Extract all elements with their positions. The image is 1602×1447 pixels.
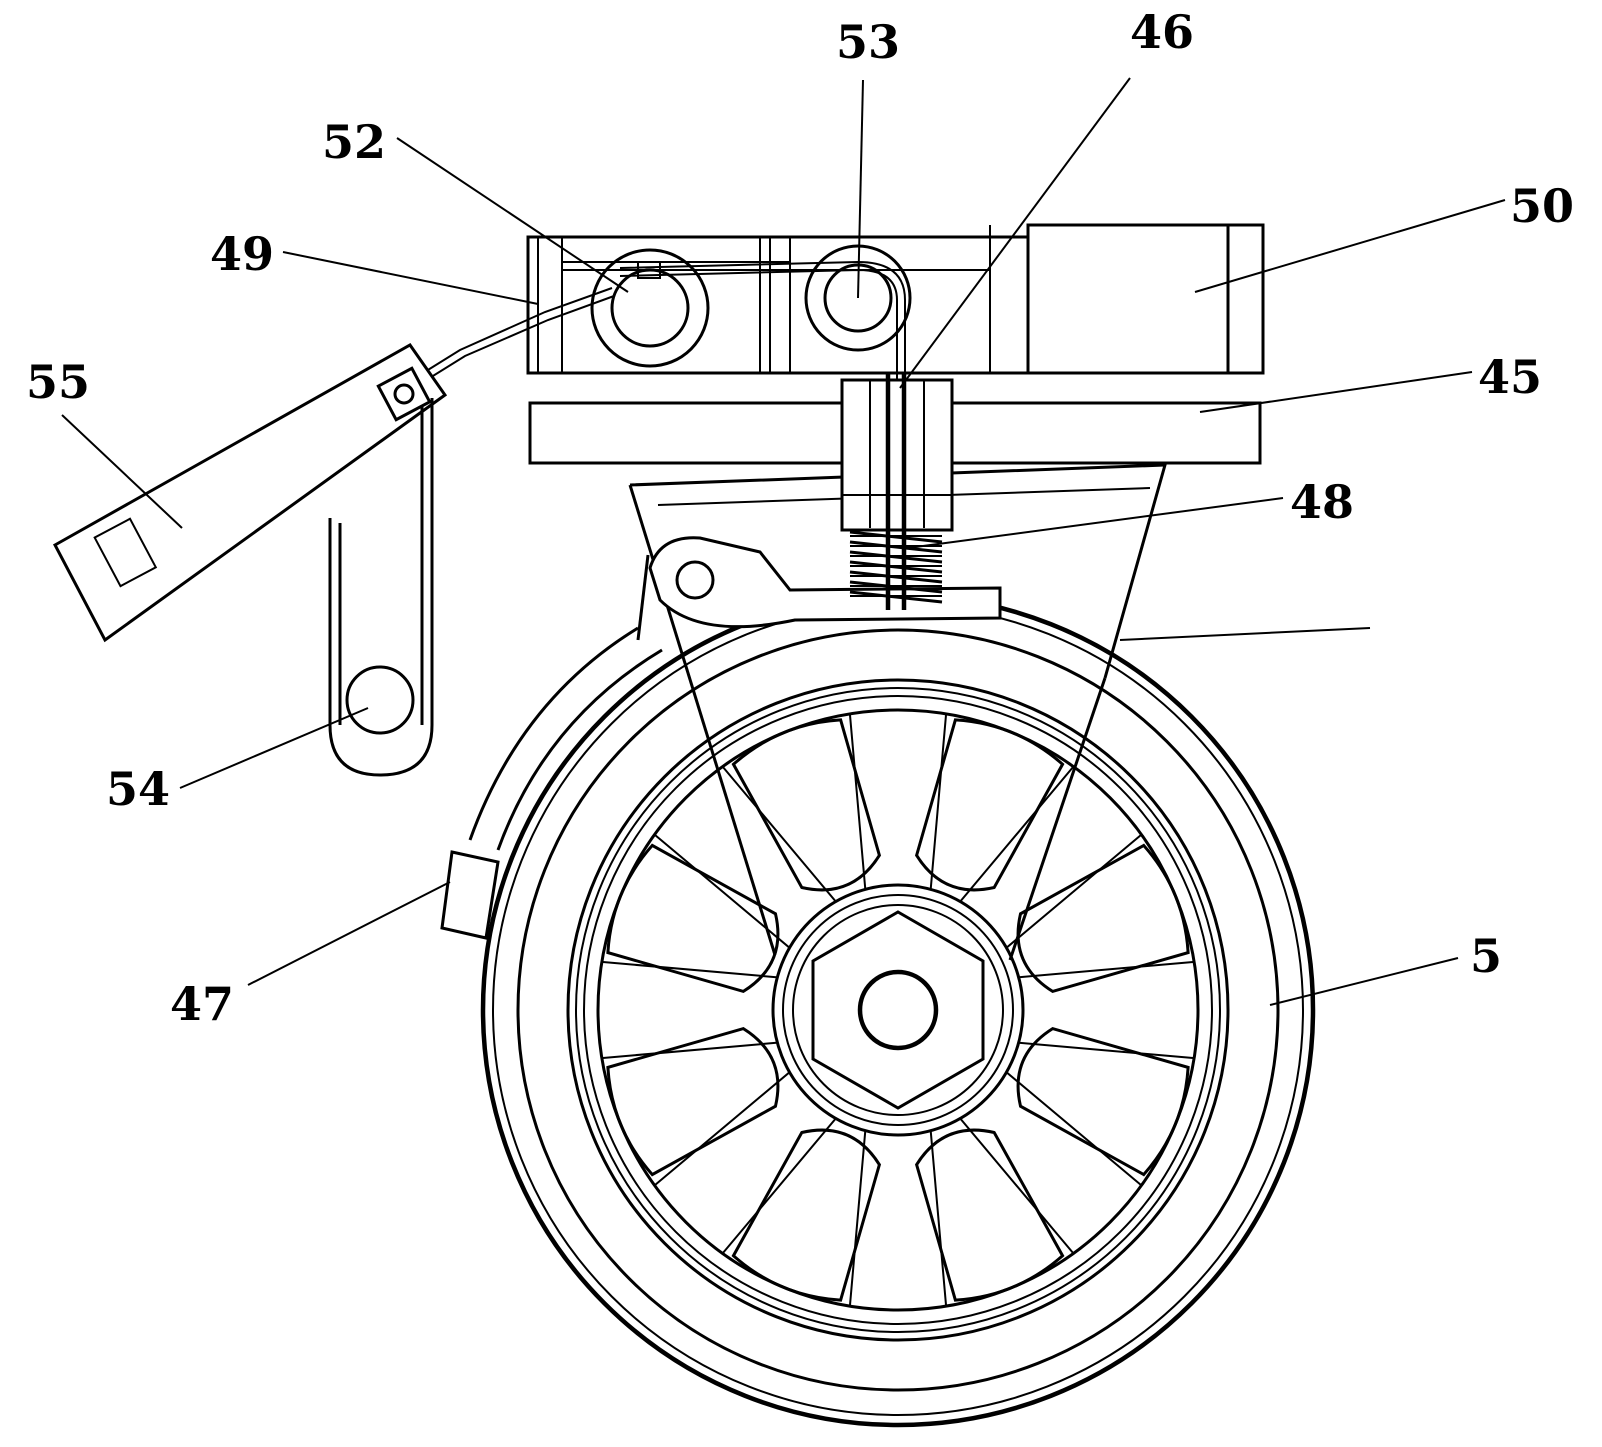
leader-55	[61, 414, 183, 529]
leader-lines	[61, 77, 1506, 1006]
rod-sleeve	[840, 378, 954, 532]
wheel-rim-2	[575, 687, 1221, 1333]
wheel-rim-3	[583, 695, 1213, 1325]
label-45: 45	[1478, 350, 1542, 404]
leader-54	[179, 707, 369, 789]
hub-hex-nut	[811, 910, 985, 1110]
wheel-windows	[606, 718, 1190, 1302]
leader-46	[899, 77, 1131, 389]
leader-53	[857, 79, 864, 299]
label-49: 49	[210, 227, 274, 281]
leader-45	[1199, 371, 1473, 413]
label-48: 48	[1290, 475, 1354, 529]
pivot-54	[345, 665, 415, 735]
wheel-hub-ring-2	[792, 904, 1004, 1116]
pulley-53	[804, 244, 912, 352]
leader-49	[282, 251, 539, 305]
wheel-rim-inner	[596, 708, 1200, 1312]
pulley-49	[590, 248, 710, 368]
wheel	[480, 592, 1316, 1428]
wheel-tire-inner	[516, 628, 1280, 1392]
lever-assembly	[52, 343, 448, 777]
top-housing	[414, 223, 1265, 385]
label-52: 52	[322, 115, 386, 169]
leader-50	[1194, 199, 1506, 293]
leader-47	[247, 881, 451, 986]
leader-48	[907, 497, 1284, 549]
block-50	[1026, 223, 1265, 375]
wheel-hub-ring	[782, 894, 1014, 1126]
spring	[849, 530, 943, 604]
brake-shoe	[440, 554, 663, 940]
label-53: 53	[836, 15, 900, 69]
label-5: 5	[1470, 929, 1502, 983]
leader-5	[1269, 957, 1459, 1006]
label-54: 54	[106, 762, 170, 816]
leader-frame	[1119, 627, 1371, 641]
fork-bracket	[628, 463, 1168, 961]
wheel-spokes	[602, 714, 1194, 1306]
wheel-rim-outer	[566, 678, 1230, 1342]
label-46: 46	[1130, 5, 1194, 59]
wheel-hub-outer	[771, 883, 1025, 1137]
axle-hole	[857, 969, 939, 1051]
label-55: 55	[26, 355, 90, 409]
label-47: 47	[170, 977, 234, 1031]
label-50: 50	[1510, 179, 1574, 233]
pedal-55	[52, 343, 448, 643]
reference-labels: 55 52 53 46 50 49 45 48 54 47 5	[26, 5, 1574, 1031]
leader-52	[396, 137, 629, 293]
